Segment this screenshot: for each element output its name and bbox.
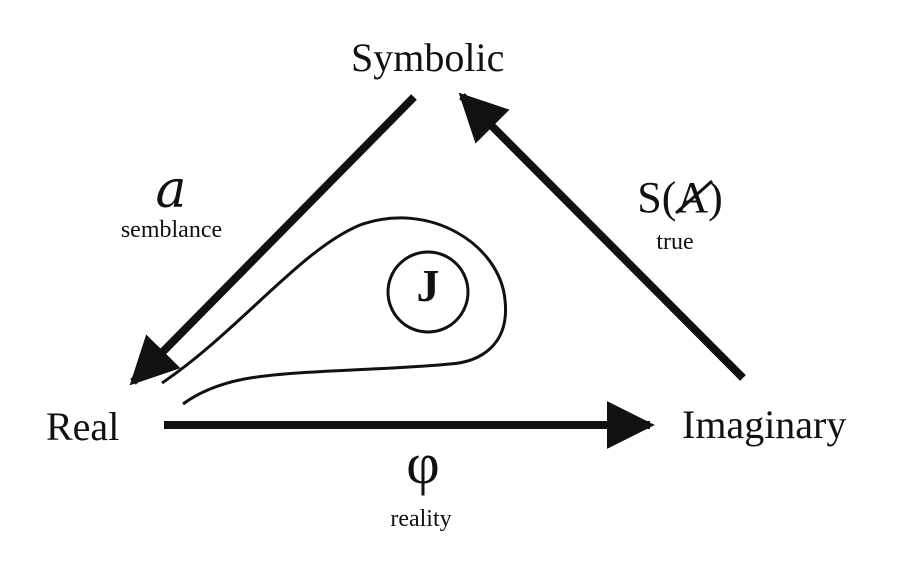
edge-symbolic-to-real [129, 94, 417, 386]
edge-semblance-label: semblance [120, 217, 223, 243]
jouissance-loop [161, 216, 508, 406]
center-symbol: J [416, 260, 440, 311]
edge-imaginary-to-symbolic [458, 92, 746, 381]
node-real: Real [46, 404, 120, 449]
edge-reality-label: reality [390, 506, 452, 532]
node-symbolic: Symbolic [351, 35, 505, 80]
edge-reality-symbol: φ [406, 431, 440, 496]
center-circle [386, 250, 470, 334]
edge-semblance-symbol: a [155, 160, 187, 220]
node-imaginary: Imaginary [682, 402, 847, 447]
edge-true-symbol: S(A) [637, 173, 723, 222]
barred-a-stroke [675, 179, 713, 215]
edge-true-label: true [656, 229, 694, 255]
